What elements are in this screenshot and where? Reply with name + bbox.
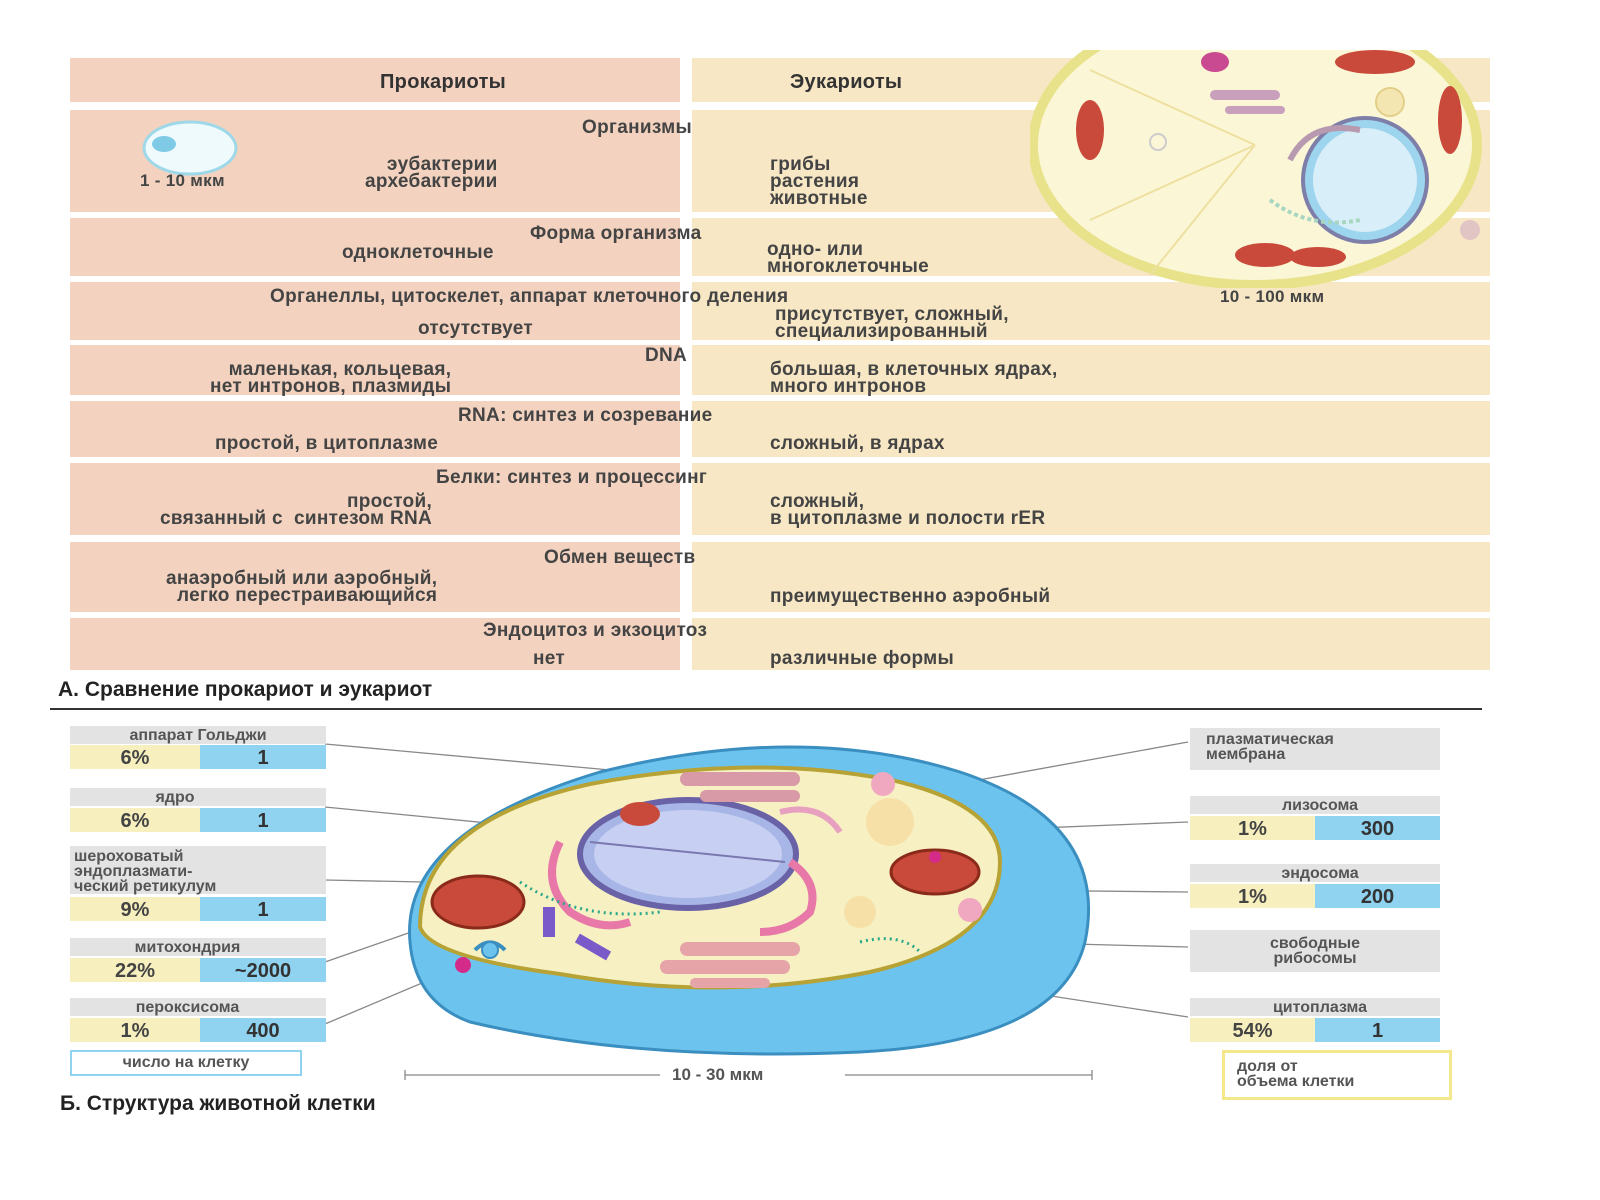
row-right-value: сложный, в ядрах: [770, 433, 945, 454]
row-left-value: эубактерии архебактерии: [365, 154, 498, 192]
count-per-cell: 300: [1315, 816, 1440, 840]
volume-percent: 6%: [70, 808, 200, 832]
row-title: RNA: синтез и созревание: [458, 405, 713, 426]
row-left-value: отсутствует: [418, 318, 533, 339]
row-title: Белки: синтез и процессинг: [436, 467, 708, 488]
table-row: Белки: синтез и процессинг простой, связ…: [70, 463, 1490, 535]
row-title: Обмен веществ: [544, 547, 696, 568]
label-name: лизосома: [1281, 797, 1359, 814]
label-name: свободные рибосомы: [1269, 935, 1361, 967]
volume-percent: 1%: [1190, 884, 1315, 908]
table-row: DNA маленькая, кольцевая, нет интронов, …: [70, 345, 1490, 397]
animal-cell-diagram: [324, 741, 1189, 1080]
row-right-value: сложный, в цитоплазме и полости rER: [770, 491, 1046, 529]
count-per-cell: 1: [200, 808, 326, 832]
caption-a: А. Сравнение прокариот и эукариот: [58, 678, 433, 701]
row-left-value: одноклеточные: [342, 242, 494, 263]
label-name: пероксисома: [135, 999, 240, 1016]
prokaryote-cell-icon: [142, 120, 238, 176]
cell-size-label: 10 - 30 мкм: [672, 1065, 764, 1084]
row-right-value: большая, в клеточных ядрах, много интрон…: [770, 359, 1058, 397]
volume-percent: 6%: [70, 745, 200, 769]
table-row: Эндоцитоз и экзоцитоз нет различные форм…: [70, 618, 1490, 670]
label-name: аппарат Гольджи: [129, 727, 267, 744]
volume-percent: 1%: [1190, 816, 1315, 840]
row-left-value: маленькая, кольцевая, нет интронов, плаз…: [210, 359, 452, 397]
row-right-value: различные формы: [770, 648, 955, 669]
label-name: ядро: [155, 789, 195, 806]
eukaryote-size: 10 - 100 мкм: [1220, 287, 1325, 306]
table-row: RNA: синтез и созревание простой, в цито…: [70, 401, 1490, 457]
table-row: Органеллы, цитоскелет, аппарат клеточног…: [70, 282, 1490, 342]
count-per-cell: 1: [1315, 1018, 1440, 1042]
count-per-cell: ~2000: [200, 958, 326, 982]
section-divider: [50, 708, 1482, 710]
count-per-cell: 1: [200, 745, 326, 769]
row-right-value: преимущественно аэробный: [770, 586, 1051, 607]
table-row: Обмен веществ анаэробный или аэробный, л…: [70, 542, 1490, 612]
volume-percent: 54%: [1190, 1018, 1315, 1042]
row-right-value: одно- или многоклеточные: [767, 239, 929, 277]
row-left-value: простой, в цитоплазме: [215, 433, 439, 454]
row-right-value: присутствует, сложный, специализированны…: [775, 304, 1009, 342]
row-left-value: нет: [533, 648, 565, 669]
volume-percent: 9%: [70, 897, 200, 921]
row-title: Организмы: [582, 117, 692, 138]
label-name: эндосома: [1281, 865, 1359, 882]
row-left-value: анаэробный или аэробный, легко перестраи…: [166, 568, 438, 606]
header-prokaryotes: Прокариоты: [380, 71, 507, 93]
legend-volume-fraction: доля от объема клетки: [1222, 1050, 1452, 1100]
row-title: Форма организма: [530, 223, 702, 244]
volume-percent: 1%: [70, 1018, 200, 1042]
label-name: плазматическая мембрана: [1206, 731, 1334, 763]
label-name: цитоплазма: [1272, 999, 1368, 1016]
label-name: митохондрия: [134, 939, 241, 956]
row-title: DNA: [645, 345, 688, 366]
label-name: шероховатый эндоплазмати- ческий ретикул…: [74, 848, 217, 895]
header-eukaryotes: Эукариоты: [790, 71, 903, 93]
prokaryote-size: 1 - 10 мкм: [140, 171, 225, 190]
count-per-cell: 400: [200, 1018, 326, 1042]
row-title: Органеллы, цитоскелет, аппарат клеточног…: [270, 286, 789, 307]
legend-count-per-cell: число на клетку: [70, 1050, 302, 1076]
row-left-value: простой, связанный с синтезом RNA: [160, 491, 433, 529]
count-per-cell: 1: [200, 897, 326, 921]
row-right-value: грибы растения животные: [770, 154, 868, 209]
row-title: Эндоцитоз и экзоцитоз: [483, 620, 708, 641]
caption-b: Б. Структура животной клетки: [60, 1092, 376, 1115]
count-per-cell: 200: [1315, 884, 1440, 908]
volume-percent: 22%: [70, 958, 200, 982]
eukaryote-cell-illustration: [1030, 50, 1482, 288]
